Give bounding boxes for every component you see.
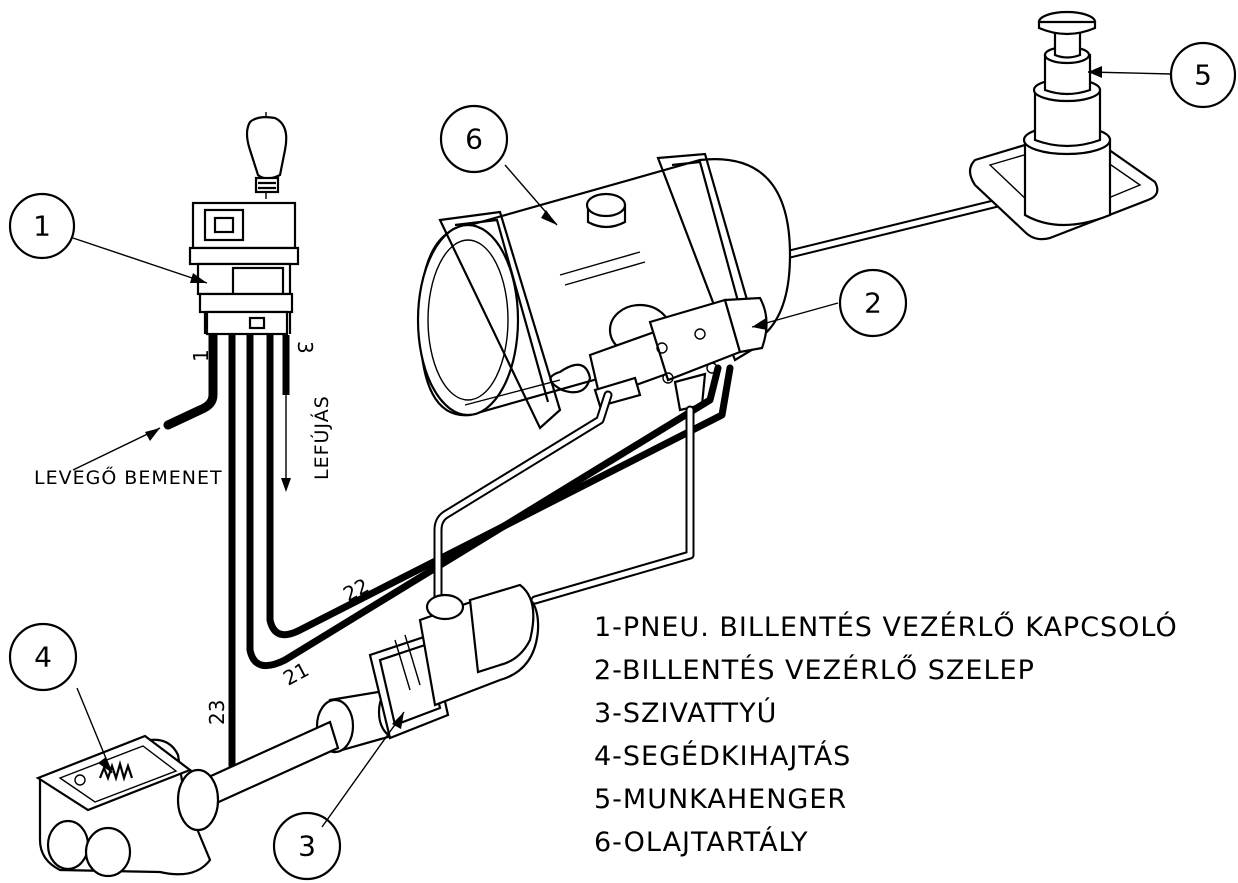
callout-2-number: 2 xyxy=(864,287,882,320)
hose-22 xyxy=(266,331,734,639)
hose-23 xyxy=(211,331,236,801)
callout-2: 2 xyxy=(838,268,908,338)
pipe-23-label: 23 xyxy=(205,700,229,725)
legend-item-4: 4-SEGÉDKIHAJTÁS xyxy=(594,740,851,772)
air-inlet-label: LEVEGŐ BEMENET xyxy=(34,465,223,489)
legend-item-1: 1-PNEU. BILLENTÉS VEZÉRLŐ KAPCSOLÓ xyxy=(594,611,1178,643)
callout-5: 5 xyxy=(1169,41,1237,109)
callout-4: 4 xyxy=(8,622,78,692)
pipe-22-label: 22 xyxy=(339,573,373,606)
exhaust-line xyxy=(281,335,291,492)
leader-lines xyxy=(72,66,1173,828)
tipping-control-valve xyxy=(464,296,768,412)
callout-3-number: 3 xyxy=(298,830,316,863)
legend-item-6: 6-OLAJTARTÁLY xyxy=(594,826,809,858)
legend-item-3: 3-SZIVATTYÚ xyxy=(594,697,777,729)
pneumatic-control-switch xyxy=(188,112,300,336)
callout-1-number: 1 xyxy=(33,210,51,243)
pump xyxy=(315,583,540,754)
exhaust-label: LEFÚJÁS xyxy=(309,395,333,480)
tube-valve-to-pump-return xyxy=(530,405,695,605)
callout-6-number: 6 xyxy=(465,123,483,156)
legend-item-5: 5-MUNKAHENGER xyxy=(594,784,847,815)
working-cylinder xyxy=(968,10,1159,241)
callout-6: 6 xyxy=(439,104,509,174)
legend: 1-PNEU. BILLENTÉS VEZÉRLŐ KAPCSOLÓ 2-BIL… xyxy=(594,611,1178,858)
hose-21 xyxy=(246,331,722,670)
callout-3: 3 xyxy=(272,811,342,881)
callout-5-number: 5 xyxy=(1194,59,1212,92)
air-inlet-hose xyxy=(163,330,218,430)
callout-4-number: 4 xyxy=(34,641,52,674)
callout-1: 1 xyxy=(8,192,76,260)
power-take-off xyxy=(35,734,220,878)
legend-item-2: 2-BILLENTÉS VEZÉRLŐ SZELEP xyxy=(594,654,1035,686)
port-1-label: 1 xyxy=(189,349,213,362)
tube-tank-to-pump xyxy=(433,390,613,605)
port-3-label: 3 xyxy=(293,341,317,354)
